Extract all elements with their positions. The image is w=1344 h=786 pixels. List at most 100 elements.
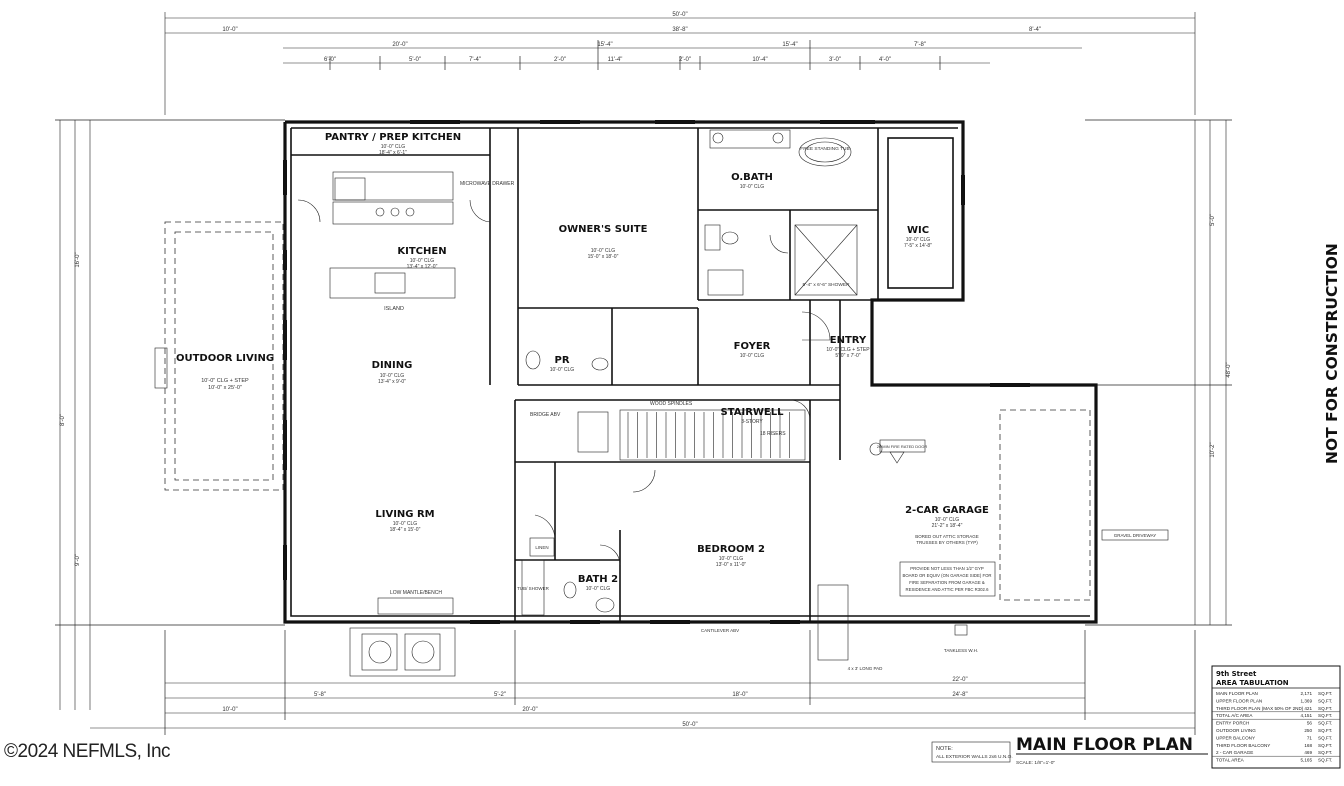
gravel-label: GRAVEL DRIVEWAY — [1114, 533, 1157, 538]
risers-label: 18 RISERS — [760, 431, 786, 437]
area-row-value: 469 — [1304, 750, 1312, 755]
area-row-value: 71 — [1307, 735, 1313, 740]
svg-text:11'-4": 11'-4" — [608, 57, 623, 63]
area-row-unit: SQ.FT. — [1318, 758, 1332, 763]
wic-ceiling: 10'-0" CLG — [906, 237, 931, 243]
island-label: ISLAND — [384, 306, 404, 312]
svg-text:7'-4": 7'-4" — [469, 57, 481, 63]
pr-ceiling: 10'-0" CLG — [550, 367, 575, 373]
foyer-name: FOYER — [734, 341, 771, 352]
living-size: 18'-4" x 15'-0" — [390, 527, 421, 533]
area-row-unit: SQ.FT. — [1318, 735, 1332, 740]
svg-text:16'-0": 16'-0" — [75, 252, 81, 267]
area-row-label: 2 - CAR GARAGE — [1216, 750, 1253, 755]
area-row-label: UPPER BALCONY — [1216, 735, 1255, 740]
shower-label: 5'-4" x 6'-6" SHOWER — [802, 282, 850, 288]
svg-text:3'-0": 3'-0" — [829, 57, 841, 63]
owners-suite-name: OWNER'S SUITE — [559, 224, 648, 235]
garage-ceiling: 10'-0" CLG — [935, 517, 960, 523]
mantle-label: LOW MANTLE/BENCH — [390, 590, 442, 596]
svg-text:22'-0": 22'-0" — [952, 677, 967, 683]
dim-top-3: 15'-4" — [782, 42, 797, 48]
cantilever-label: CANTILEVER ABV — [701, 628, 739, 633]
note-label: NOTE: — [936, 746, 953, 752]
area-row-label: THIRD FLOOR PLAN (MAX 50% OF 2ND) — [1216, 706, 1304, 711]
dim-top-2: 15'-4" — [597, 42, 612, 48]
svg-text:8'-4": 8'-4" — [1029, 27, 1041, 33]
entry-size: 5'-0" x 7'-0" — [835, 353, 860, 359]
wic-size: 7'-5" x 14'-8" — [904, 243, 932, 249]
svg-text:BORED OUT ATTIC STORAGE: BORED OUT ATTIC STORAGE — [915, 534, 979, 539]
dining-name: DINING — [372, 360, 413, 371]
fireplace: LOW MANTLE/BENCH — [349, 590, 456, 677]
title-block: NOTE: ALL EXTERIOR WALLS 2x6 U.N.O. MAIN… — [931, 735, 1208, 766]
scale-note: SCALE: 1/8"=1'-0" — [1016, 760, 1055, 766]
stairwell-ceiling: 3-STORY — [741, 419, 763, 425]
svg-text:TRUSSES BY OTHERS (TYP): TRUSSES BY OTHERS (TYP) — [916, 540, 978, 545]
area-title: AREA TABULATION — [1216, 679, 1289, 687]
windows — [283, 120, 1030, 624]
area-row-label: THIRD FLOOR BALCONY — [1216, 743, 1270, 748]
plan-title: MAIN FLOOR PLAN — [1016, 735, 1193, 755]
living-name: LIVING RM — [375, 509, 434, 520]
room-labels: PANTRY / PREP KITCHEN 10'-0" CLG 18'-4" … — [325, 132, 989, 592]
svg-text:PROVIDE NOT LESS THAN 1/2" GYP: PROVIDE NOT LESS THAN 1/2" GYP — [910, 566, 984, 571]
house-walls — [283, 120, 1098, 624]
area-row-unit: SQ.FT. — [1318, 713, 1332, 718]
area-row-unit: SQ.FT. — [1318, 728, 1332, 733]
bedroom2-ceiling: 10'-0" CLG — [719, 556, 744, 562]
obath-name: O.BATH — [731, 172, 773, 183]
area-tabulation: 9th Street AREA TABULATION MAIN FLOOR PL… — [1211, 665, 1341, 769]
pr-name: PR — [554, 355, 569, 366]
kitchen-name: KITCHEN — [397, 246, 446, 257]
svg-text:RESIDENCE AND ATTIC PER FBC R3: RESIDENCE AND ATTIC PER FBC R302.6 — [905, 587, 989, 592]
svg-text:5'-2": 5'-2" — [494, 692, 506, 698]
owners-suite-ceiling: 10'-0" CLG — [591, 248, 616, 254]
svg-text:24'-8": 24'-8" — [952, 692, 967, 698]
tub-shower-label: TUB/ SHOWER — [517, 586, 550, 591]
pantry-name: PANTRY / PREP KITCHEN — [325, 132, 461, 143]
entry-ceiling: 10'-0" CLG + STEP — [826, 347, 870, 353]
dim-right-overall: 48'-0" — [1226, 362, 1232, 377]
kitchen-ceiling: 10'-0" CLG — [410, 258, 435, 264]
bridge-label: BRIDGE ABV — [530, 412, 561, 418]
area-row-value: 56 — [1307, 721, 1313, 726]
area-row-value: 2,171 — [1301, 691, 1313, 696]
pantry-size: 18'-4" x 6'-1" — [379, 150, 407, 156]
dim-bottom-1: 20'-0" — [522, 707, 537, 713]
svg-text:5'-0": 5'-0" — [1210, 214, 1216, 226]
area-row-label: ENTRY PORCH — [1216, 721, 1249, 726]
linen-label: LINEN — [535, 545, 548, 550]
garage-name: 2-CAR GARAGE — [905, 505, 989, 516]
area-row-unit: SQ.FT. — [1318, 750, 1332, 755]
svg-text:18'-0": 18'-0" — [732, 692, 747, 698]
garage-size: 21'-2" x 18'-4" — [932, 523, 963, 529]
foyer-ceiling: 10'-0" CLG — [740, 353, 765, 359]
kitchen-counters: ISLAND MICROWAVE DRAWER — [329, 171, 515, 312]
area-row-value: 4,151 — [1301, 713, 1313, 718]
dim-left-overall: 8'-0" — [60, 414, 66, 426]
area-row-label: MAIN FLOOR PLAN — [1216, 691, 1258, 696]
area-row-unit: SQ.FT. — [1318, 691, 1332, 696]
svg-text:4'-0": 4'-0" — [879, 57, 891, 63]
bath-fixtures: FREE STANDING TUB 5'-4" x 6'-6" SHOWER T… — [517, 129, 858, 616]
watermark-container: NOT FOR CONSTRUCTION — [1323, 243, 1341, 464]
bedroom2-name: BEDROOM 2 — [697, 544, 765, 555]
outdoor-living-size: 10'-0" x 25'-0" — [208, 385, 242, 391]
svg-text:10'-4": 10'-4" — [752, 57, 767, 63]
owners-suite-size: 15'-0" x 18'-0" — [588, 254, 619, 260]
area-row-label: TOTAL AREA — [1216, 758, 1245, 763]
garage-notes: PROVIDE NOT LESS THAN 1/2" GYP BOARD OR … — [701, 439, 1169, 671]
pantry-ceiling: 10'-0" CLG — [381, 144, 406, 150]
svg-text:2'-0": 2'-0" — [554, 57, 566, 63]
area-row-value: 168 — [1304, 743, 1312, 748]
microwave-label: MICROWAVE DRAWER — [460, 181, 515, 187]
outdoor-living-ceiling: 10'-0" CLG + STEP — [201, 378, 249, 384]
area-row-label: OUTDOOR LIVING — [1216, 728, 1256, 733]
area-row-unit: SQ.FT. — [1318, 698, 1332, 703]
tub-label: FREE STANDING TUB — [800, 146, 849, 152]
kitchen-size: 13'-4" x 12'-0" — [407, 264, 438, 270]
svg-text:2'-0": 2'-0" — [679, 57, 691, 63]
living-ceiling: 10'-0" CLG — [393, 521, 418, 527]
